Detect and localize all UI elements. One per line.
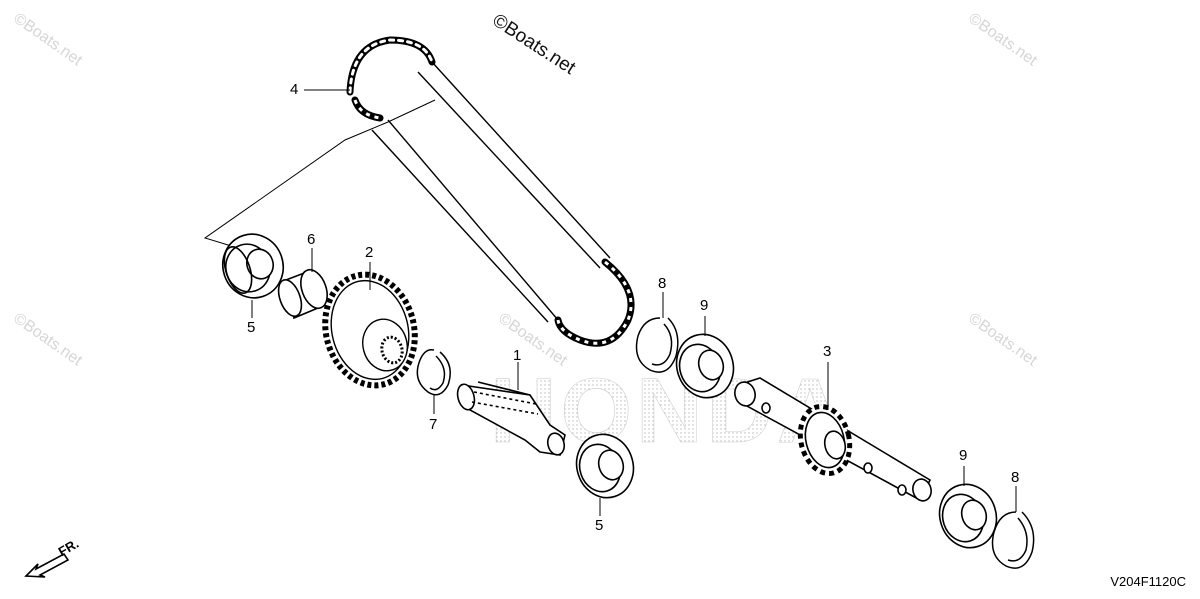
callout-bearing-left: 5 xyxy=(247,319,256,336)
callout-sprocket-shaft: 3 xyxy=(823,343,832,360)
circlip-left xyxy=(416,348,451,396)
callout-bearing-mid: 5 xyxy=(595,517,604,534)
callout-bearing-right: 9 xyxy=(959,447,968,464)
spur-gear xyxy=(322,271,418,389)
front-direction-arrow-icon xyxy=(24,552,70,578)
leader-chain-bracket xyxy=(203,99,436,249)
callout-bearing-upper: 9 xyxy=(700,297,709,314)
callout-circlip-right: 8 xyxy=(1011,469,1020,486)
drive-chain xyxy=(346,36,635,347)
callout-circlip-left: 7 xyxy=(429,416,438,433)
diagram-code: V204F1120C xyxy=(1110,574,1186,589)
callout-shaft: 1 xyxy=(513,347,522,364)
callout-circlip-mid: 8 xyxy=(658,275,667,292)
bearing-right xyxy=(938,483,998,549)
bearing-left xyxy=(222,233,284,299)
bearing-upper xyxy=(675,333,735,399)
callout-collar: 6 xyxy=(307,231,316,248)
collar xyxy=(277,268,328,320)
circlip-right xyxy=(991,511,1035,569)
bearing-mid xyxy=(575,433,635,499)
callout-chain: 4 xyxy=(290,81,299,98)
callout-gear: 2 xyxy=(365,244,374,261)
sprocket-shaft xyxy=(734,377,932,502)
circlip-mid xyxy=(635,317,679,373)
main-shaft xyxy=(456,381,566,456)
